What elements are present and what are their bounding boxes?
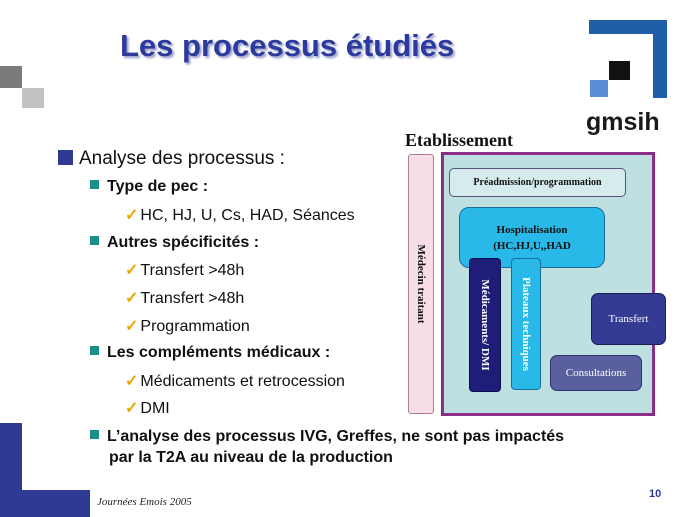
medecin-label: Médecin traitant [415,244,427,324]
hosp-label-line2: (HC,HJ,U,,HAD [493,239,571,252]
checkmark-icon: ✓ [125,373,139,390]
checkmark-icon: ✓ [125,290,139,307]
sub-bullet-complements: Les compléments médicaux : [90,344,330,362]
logo-text: gmsih [586,108,660,136]
page-title: Les processus étudiés [120,28,455,63]
deco-square [22,88,44,108]
transfert-box: Transfert [591,293,666,345]
check-item: ✓Transfert >48h [125,288,244,308]
check-item: ✓HC, HJ, U, Cs, HAD, Séances [125,205,355,225]
sub-bullet-label: Autres spécificités : [107,234,260,251]
checkmark-icon: ✓ [125,400,139,417]
square-bullet-icon [90,346,99,355]
ivg-text-line2: par la T2A au niveau de la production [109,449,393,466]
medecin-traitant-box: Médecin traitant [408,154,434,414]
plateaux-box: Plateaux techniques [511,258,541,390]
page-number: 10 [649,488,662,500]
deco-bar-horizontal [0,490,90,517]
checkmark-icon: ✓ [125,262,139,279]
check-item: ✓Programmation [125,316,250,336]
logo-black-square [609,61,630,80]
check-item: ✓DMI [125,398,170,418]
medicaments-label: Médicaments/ DMI [479,279,491,371]
sub-bullet-ivg: L’analyse des processus IVG, Greffes, ne… [90,426,564,468]
check-item-text: DMI [140,400,170,417]
square-bullet-icon [58,150,73,165]
check-item-text: Transfert >48h [140,290,245,307]
check-item-text: HC, HJ, U, Cs, HAD, Séances [140,207,355,224]
check-item-text: Médicaments et retrocession [140,373,345,390]
check-item: ✓Transfert >48h [125,260,244,280]
diagram-title: Etablissement [405,130,513,150]
main-bullet-text: Analyse des processus : [79,148,285,169]
medicaments-box: Médicaments/ DMI [469,258,501,392]
footer-event: Journées Emois 2005 [97,496,192,508]
check-item-text: Transfert >48h [140,262,245,279]
ivg-text-line1: L’analyse des processus IVG, Greffes, ne… [107,428,565,445]
plateaux-label: Plateaux techniques [520,277,532,371]
sub-bullet-type-pec: Type de pec : [90,178,208,196]
logo-light-square [590,80,608,97]
sub-bullet-autres: Autres spécificités : [90,234,259,252]
hosp-label-line1: Hospitalisation [496,223,568,236]
check-item-text: Programmation [140,318,250,335]
square-bullet-icon [90,180,99,189]
logo-blue-right [653,20,667,98]
sub-bullet-label: Les compléments médicaux : [107,344,331,361]
check-item: ✓Médicaments et retrocession [125,371,345,391]
checkmark-icon: ✓ [125,318,139,335]
square-bullet-icon [90,236,99,245]
logo-blue-top [589,20,667,34]
preadmission-box: Préadmission/programmation [449,168,626,197]
square-bullet-icon [90,430,99,439]
deco-square [0,66,22,88]
hospitalisation-box: Hospitalisation (HC,HJ,U,,HAD [459,207,605,268]
main-bullet: Analyse des processus : [58,148,285,170]
checkmark-icon: ✓ [125,207,139,224]
consultations-box: Consultations [550,355,642,391]
sub-bullet-label: Type de pec : [107,178,209,195]
